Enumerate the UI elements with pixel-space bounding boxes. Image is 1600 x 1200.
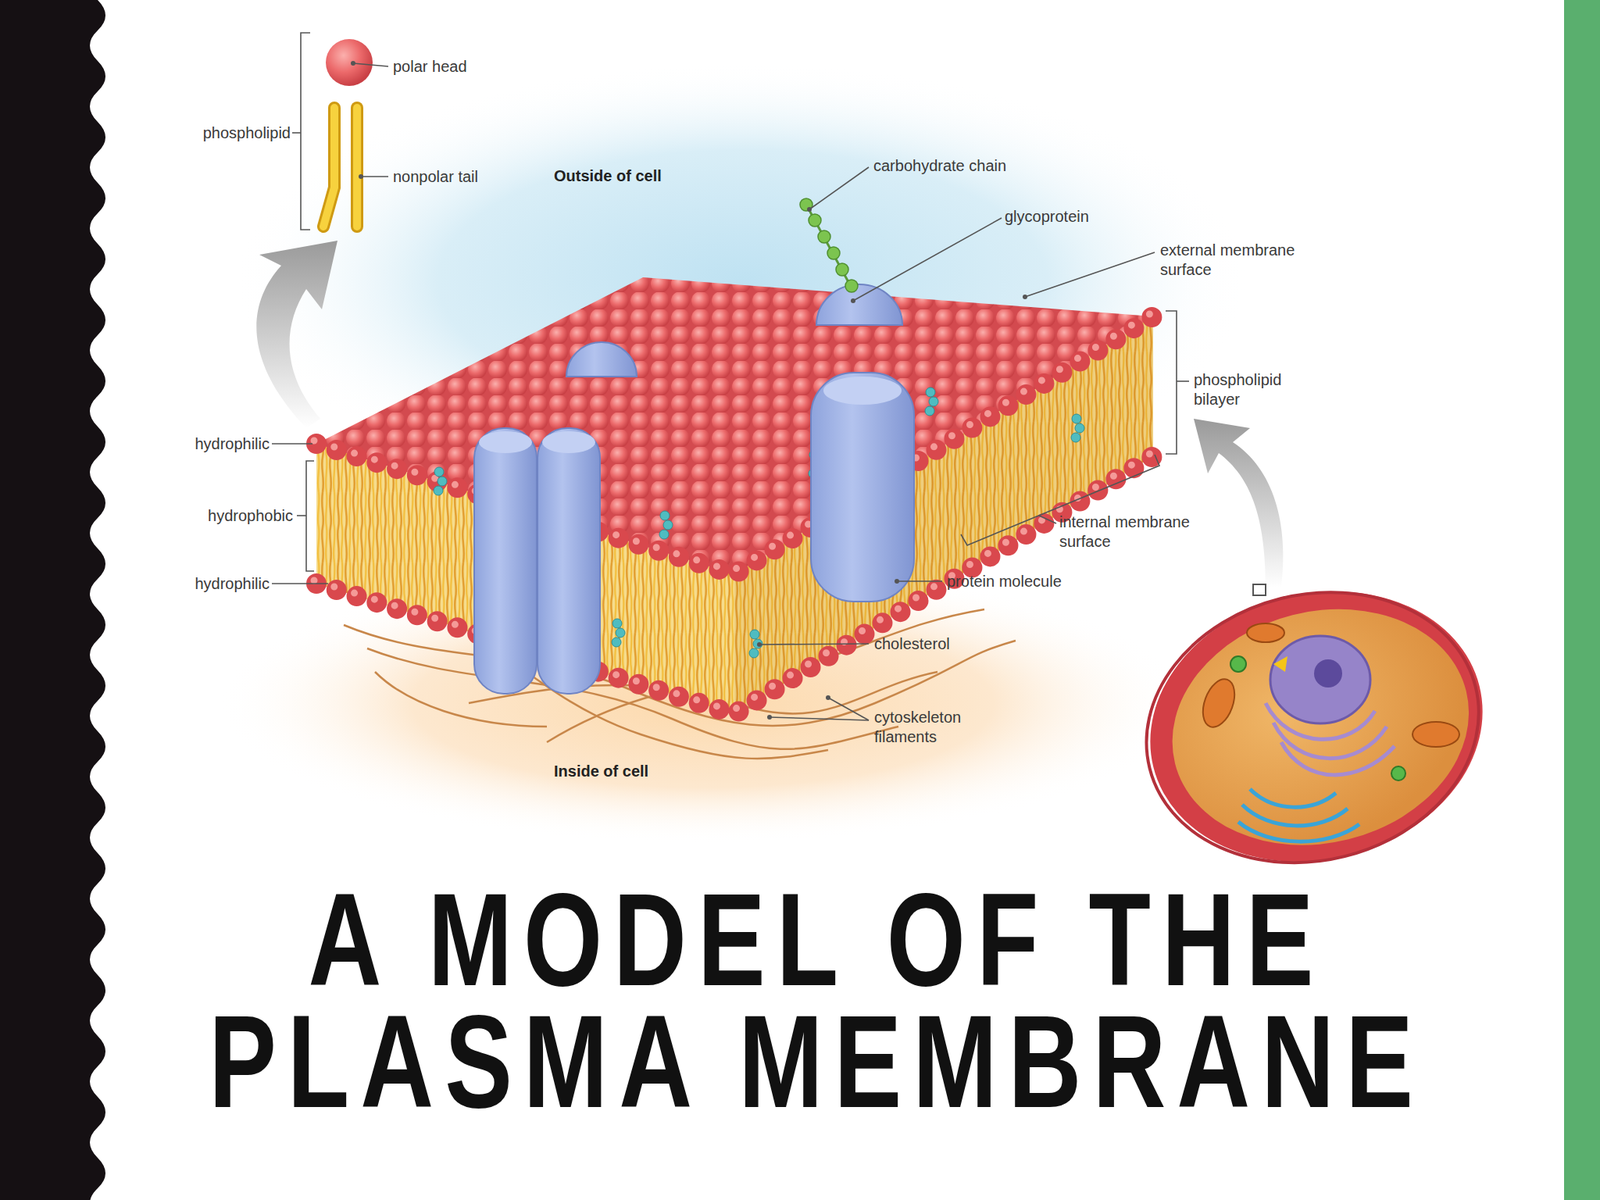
part-label: phospholipid bilayer — [1193, 370, 1311, 410]
carbohydrate-chain — [800, 198, 858, 293]
leader-lines — [271, 32, 1190, 721]
part-label: cytoskeleton filaments — [874, 707, 992, 747]
part-label: glycoprotein — [1004, 207, 1146, 227]
wavy-border — [0, 0, 106, 1200]
peripheral-protein — [566, 342, 637, 377]
part-label: hydrophilic — [160, 574, 270, 594]
slide-title: A MODEL OF THE PLASMA MEMBRANE — [113, 878, 1520, 1122]
transmembrane-protein — [810, 372, 915, 602]
part-label: carbohydrate chain — [873, 156, 1061, 176]
zoom-arrow — [256, 240, 338, 429]
part-label: protein molecule — [946, 571, 1104, 592]
part-label: phospholipid — [150, 123, 291, 143]
part-label: nonpolar tail — [392, 167, 526, 187]
outer-heads — [314, 313, 1154, 575]
side-strip — [1564, 0, 1600, 1200]
zoom-arrow — [1193, 418, 1283, 588]
outer-surface — [316, 277, 1154, 575]
animal-cell — [1117, 557, 1511, 897]
part-label: Outside of cell — [553, 166, 726, 186]
phospholipid-inset — [323, 39, 373, 227]
part-label: cholesterol — [874, 634, 1000, 654]
part-label: internal membrane surface — [1059, 512, 1224, 552]
glycoprotein-shape — [816, 284, 903, 325]
part-label: external membrane surface — [1160, 240, 1325, 280]
part-label: hydrophilic — [160, 434, 270, 454]
part-label: polar head — [392, 57, 518, 77]
channel-protein — [474, 428, 600, 694]
part-label: Inside of cell — [553, 761, 726, 782]
part-label: hydrophobic — [175, 506, 293, 526]
